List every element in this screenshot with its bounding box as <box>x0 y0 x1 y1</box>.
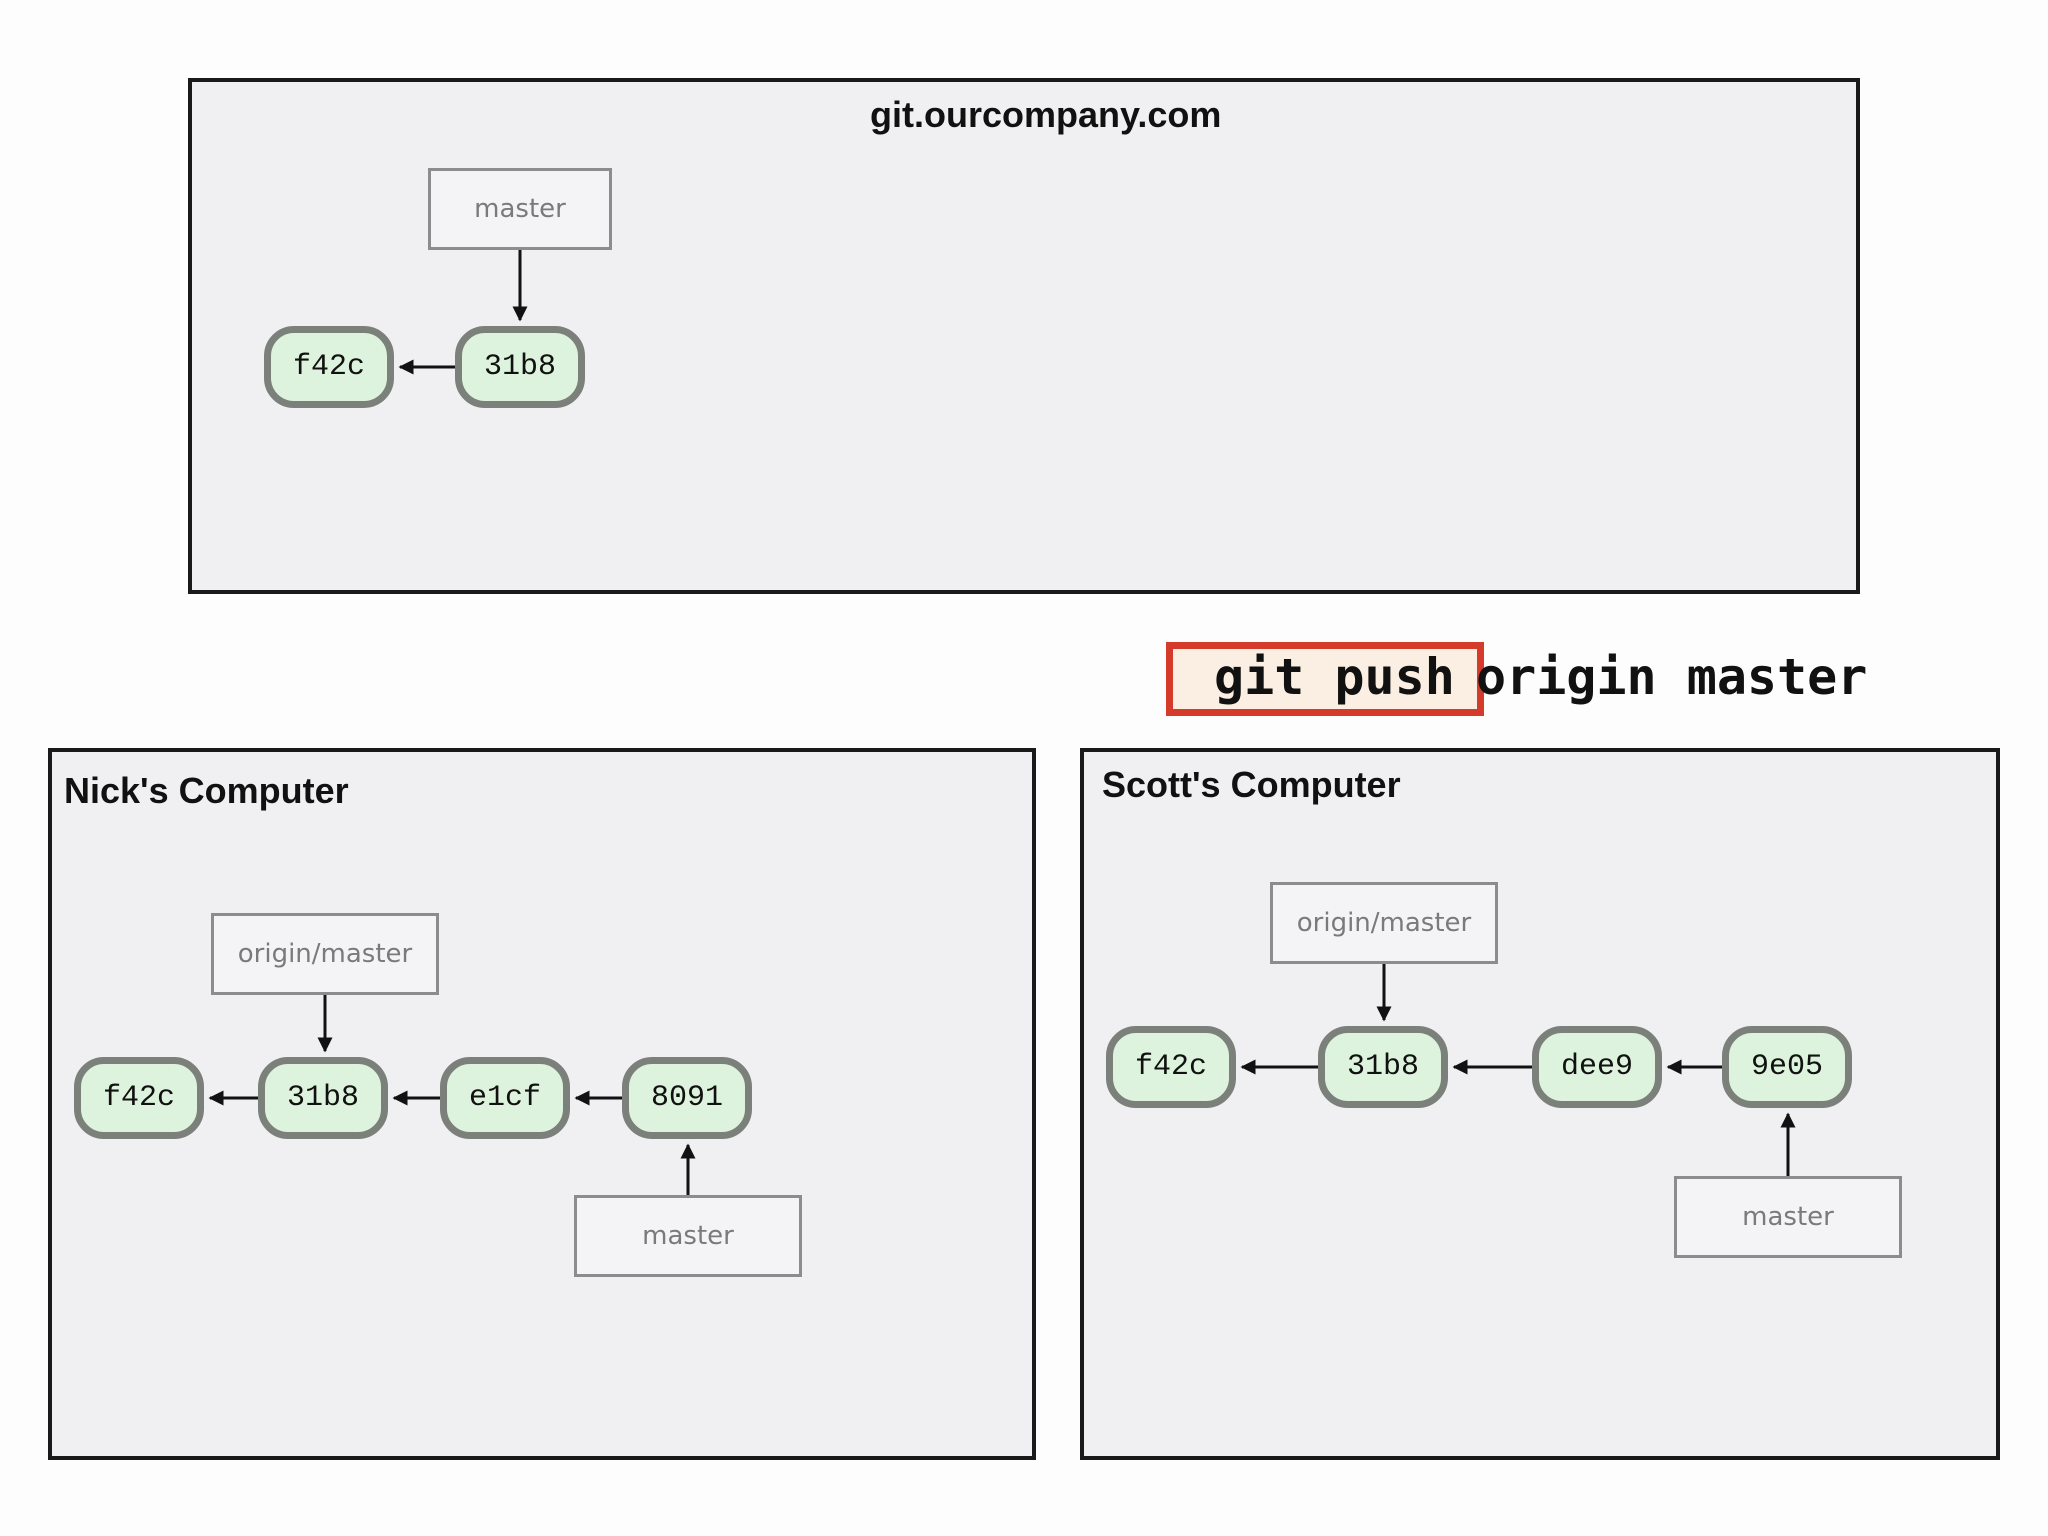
origin-master-text: origin master <box>1476 648 1868 706</box>
scott-panel <box>1080 748 2000 1460</box>
server-commit-31b8: 31b8 <box>455 326 585 408</box>
scott-master-ref: master <box>1674 1176 1902 1258</box>
scott-title: Scott's Computer <box>1102 764 1401 805</box>
scott-commit-9e05: 9e05 <box>1722 1026 1852 1108</box>
server-master-ref: master <box>428 168 612 250</box>
scott-origin-master-ref: origin/master <box>1270 882 1498 964</box>
server-commit-f42c: f42c <box>264 326 394 408</box>
git-push-text: git push <box>1214 648 1455 706</box>
nick-master-ref: master <box>574 1195 802 1277</box>
nick-commit-e1cf: e1cf <box>440 1057 570 1139</box>
nick-origin-master-ref: origin/master <box>211 913 439 995</box>
nick-title: Nick's Computer <box>64 770 349 811</box>
nick-commit-f42c: f42c <box>74 1057 204 1139</box>
nick-commit-31b8: 31b8 <box>258 1057 388 1139</box>
nick-commit-8091: 8091 <box>622 1057 752 1139</box>
git-push-highlight <box>1166 642 1484 716</box>
scott-commit-31b8: 31b8 <box>1318 1026 1448 1108</box>
server-title: git.ourcompany.com <box>870 94 1222 135</box>
scott-commit-dee9: dee9 <box>1532 1026 1662 1108</box>
scott-commit-f42c: f42c <box>1106 1026 1236 1108</box>
